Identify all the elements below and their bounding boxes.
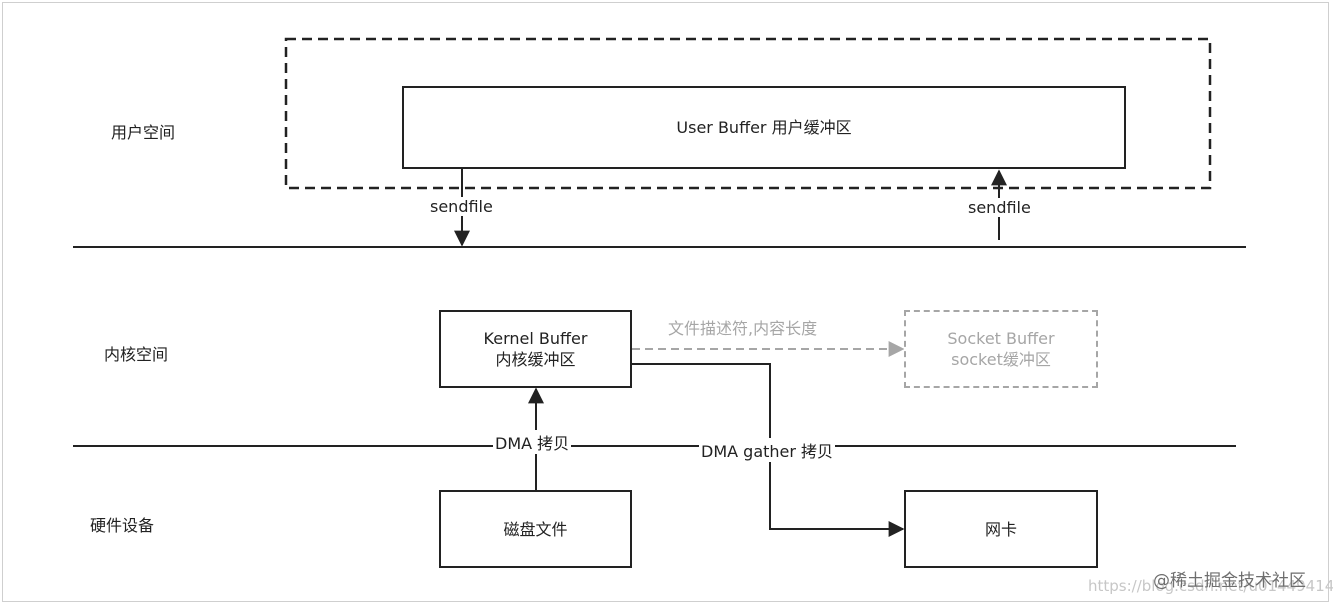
nic-node: 网卡 <box>904 490 1098 568</box>
edge-label-dma-gather: DMA gather 拷贝 <box>699 438 836 462</box>
edge-label-dma-copy: DMA 拷贝 <box>493 430 572 454</box>
edge-label-descriptor: 文件描述符,内容长度 <box>668 319 818 338</box>
layer-label-hardware: 硬件设备 <box>90 516 155 535</box>
kernel-buffer-node: Kernel Buffer 内核缓冲区 <box>439 310 632 388</box>
socket-buffer-node: Socket Buffer socket缓冲区 <box>904 310 1098 388</box>
disk-file-label: 磁盘文件 <box>503 519 568 539</box>
kernel-buffer-label-1: Kernel Buffer <box>483 329 588 348</box>
disk-file-node: 磁盘文件 <box>439 490 632 568</box>
socket-buffer-label-1: Socket Buffer <box>947 329 1055 348</box>
user-space-boundary <box>284 37 1212 190</box>
kernel-buffer-label-2: 内核缓冲区 <box>495 350 576 369</box>
socket-buffer-label-2: socket缓冲区 <box>951 350 1051 369</box>
user-buffer-label: User Buffer 用户缓冲区 <box>676 118 852 137</box>
watermark-brand: @稀土掘金技术社区 <box>1153 571 1306 591</box>
user-buffer-node: User Buffer 用户缓冲区 <box>402 86 1126 169</box>
layer-label-kernel-space: 内核空间 <box>104 345 169 364</box>
nic-label: 网卡 <box>984 519 1017 539</box>
edge-label-sendfile-down: sendfile <box>428 197 495 216</box>
watermark-url: https://blog.csdn.net/u014494148 <box>1088 577 1333 595</box>
edge-label-sendfile-up: sendfile <box>966 198 1033 217</box>
layer-label-user-space: 用户空间 <box>111 123 176 142</box>
